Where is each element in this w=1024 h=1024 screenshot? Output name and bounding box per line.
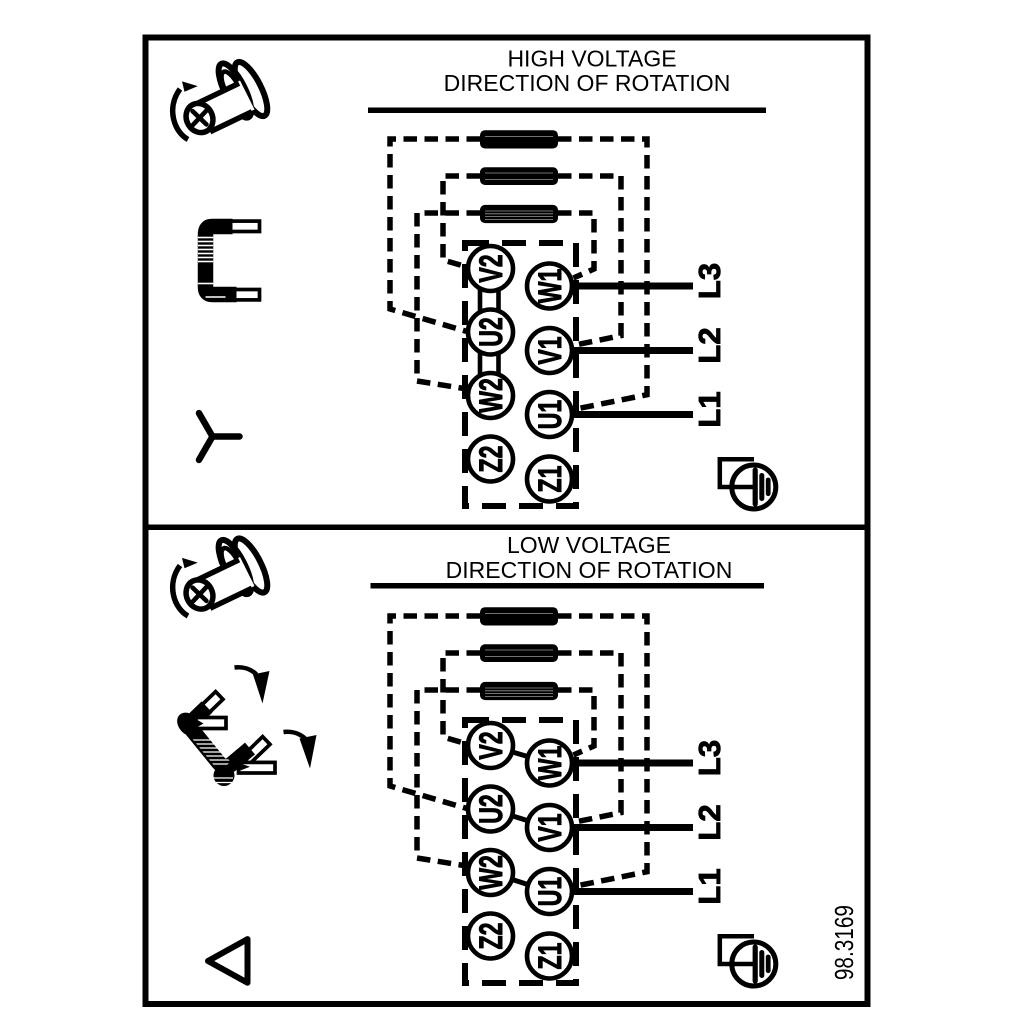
svg-text:U1: U1 [532, 877, 568, 906]
svg-text:Z1: Z1 [532, 466, 568, 493]
svg-text:DIRECTION OF ROTATION: DIRECTION OF ROTATION [444, 70, 731, 96]
svg-text:HIGH VOLTAGE: HIGH VOLTAGE [507, 46, 676, 72]
svg-text:W2: W2 [473, 855, 509, 890]
svg-text:W2: W2 [473, 378, 509, 413]
svg-text:98.3169: 98.3169 [830, 905, 859, 980]
svg-text:L1: L1 [692, 868, 727, 904]
svg-text:V1: V1 [532, 336, 568, 364]
svg-text:U2: U2 [473, 317, 509, 346]
svg-text:W1: W1 [532, 746, 568, 781]
svg-text:Z2: Z2 [473, 923, 509, 950]
svg-text:U2: U2 [473, 794, 509, 823]
svg-text:U1: U1 [532, 400, 568, 429]
svg-text:V1: V1 [532, 813, 568, 841]
svg-text:L3: L3 [692, 740, 727, 776]
svg-text:V2: V2 [473, 254, 509, 282]
svg-text:Z1: Z1 [532, 943, 568, 970]
svg-text:L2: L2 [692, 327, 727, 363]
svg-text:LOW VOLTAGE: LOW VOLTAGE [507, 532, 671, 558]
svg-text:Z2: Z2 [473, 446, 509, 473]
svg-text:L2: L2 [692, 804, 727, 840]
svg-text:L1: L1 [692, 391, 727, 427]
svg-text:W1: W1 [532, 269, 568, 304]
svg-text:V2: V2 [473, 731, 509, 759]
svg-text:L3: L3 [692, 263, 727, 299]
svg-text:DIRECTION OF ROTATION: DIRECTION OF ROTATION [446, 557, 733, 583]
